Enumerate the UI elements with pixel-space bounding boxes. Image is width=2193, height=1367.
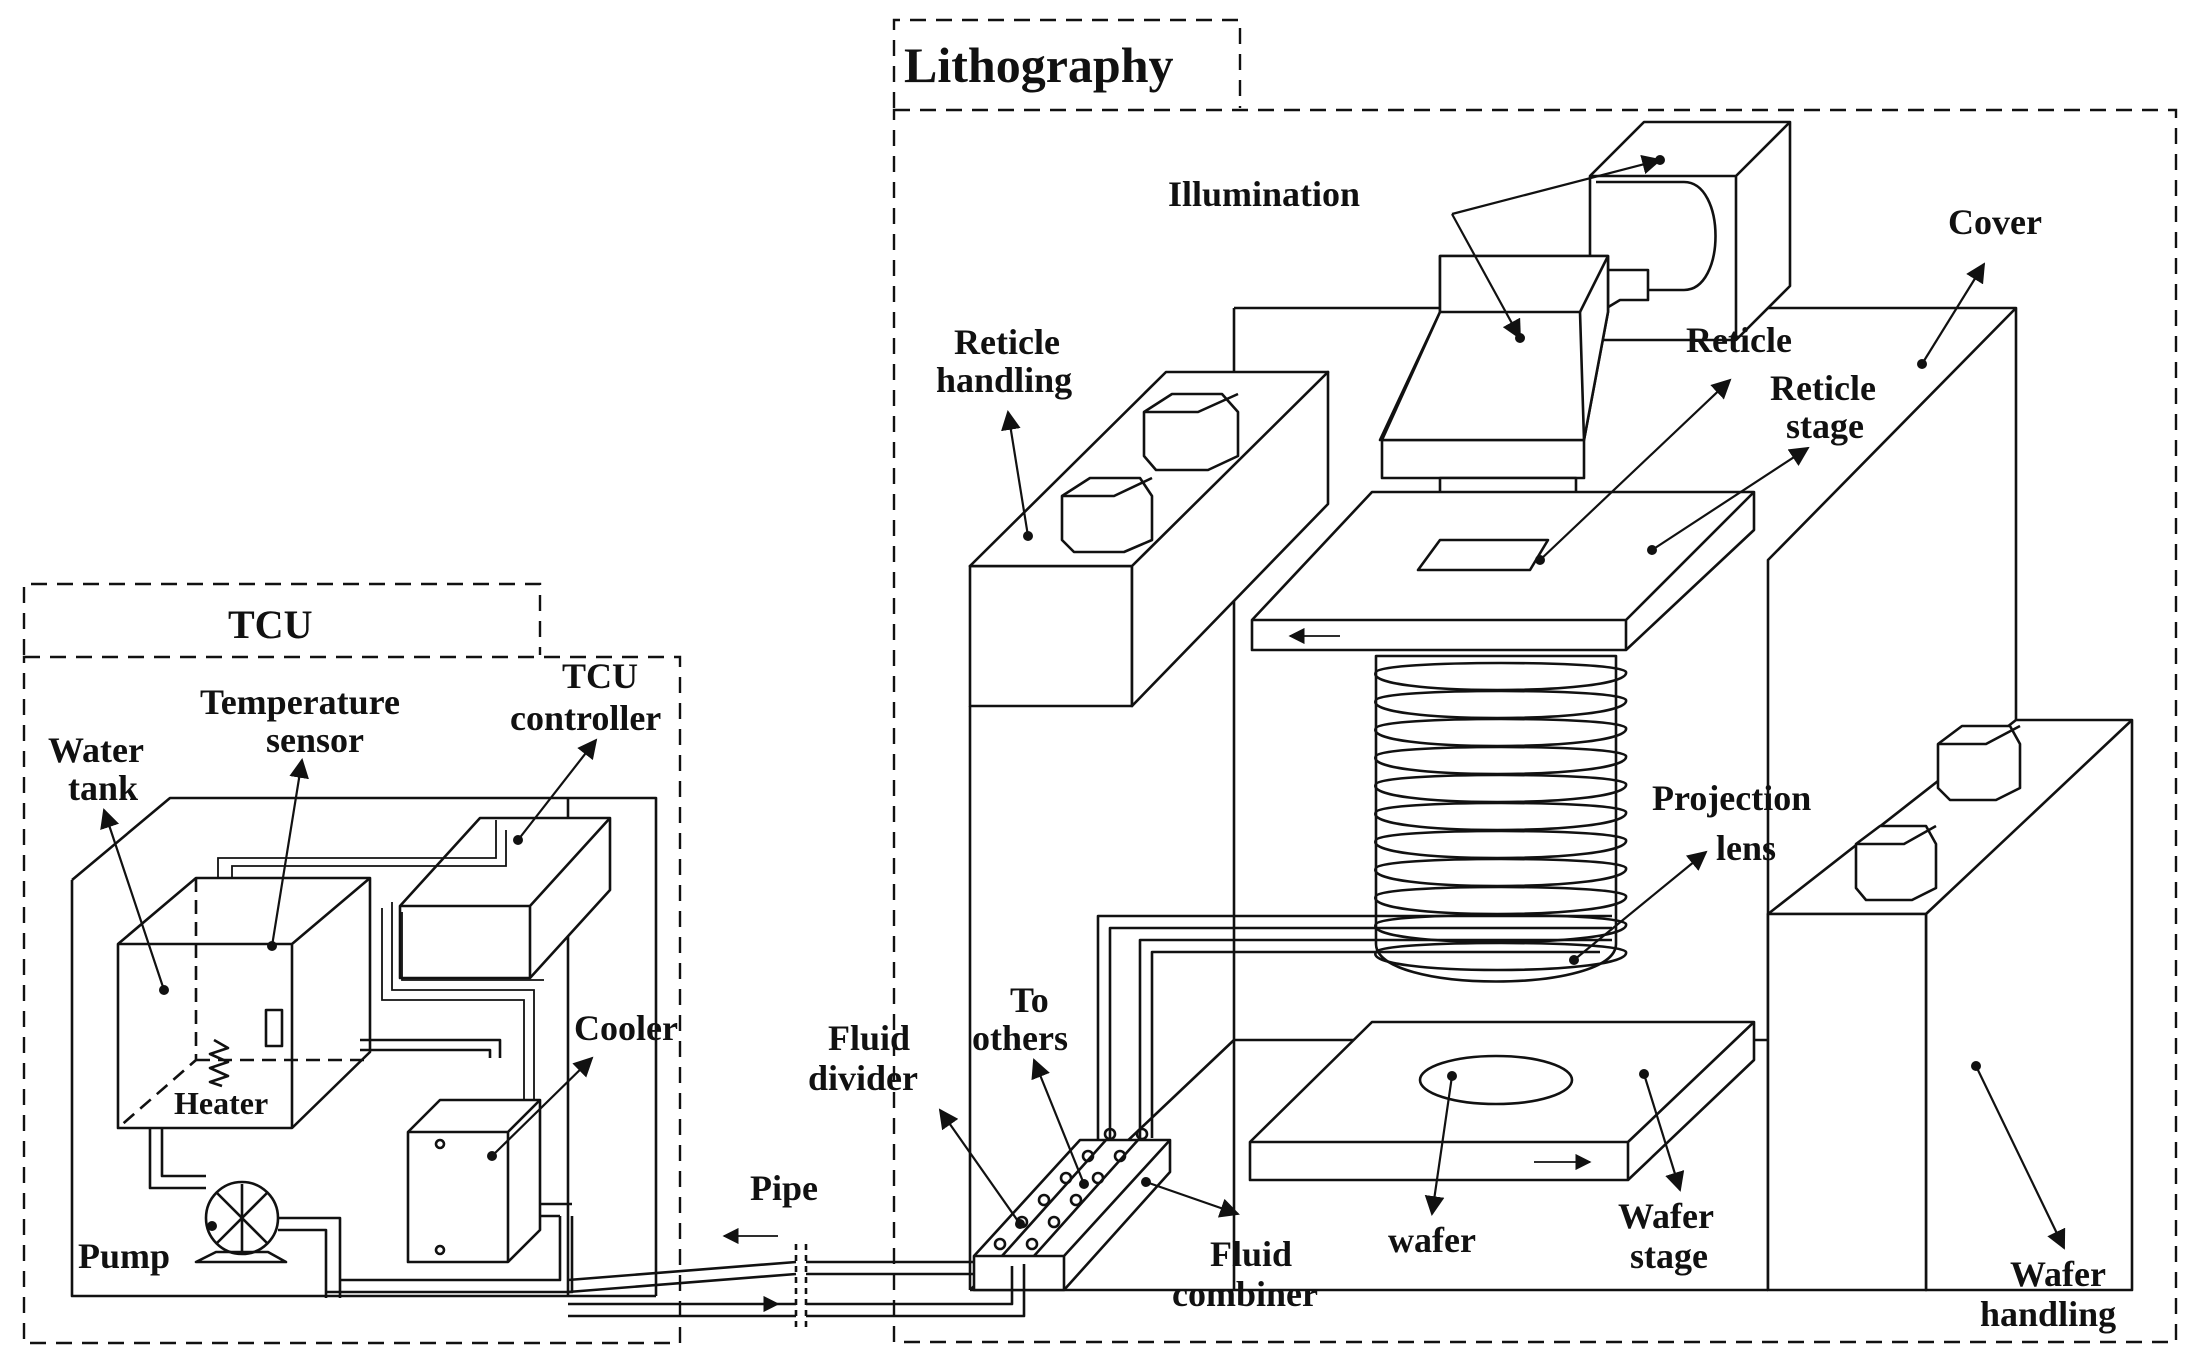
label-illumination: Illumination bbox=[1168, 174, 1360, 214]
reticle-handling-box bbox=[968, 370, 1330, 708]
coil-turn bbox=[1374, 857, 1628, 888]
label-cooler: Cooler bbox=[574, 1008, 678, 1048]
label-tcu-controller-1: TCU bbox=[562, 656, 638, 696]
manifold-port bbox=[1113, 1149, 1127, 1163]
lithography-boundary bbox=[892, 18, 2178, 1344]
manifold-port bbox=[1037, 1193, 1051, 1207]
water-tank bbox=[116, 876, 372, 1130]
fluid-manifold bbox=[972, 1127, 1172, 1292]
label-temperature-sensor-1: Temperature bbox=[200, 682, 400, 722]
tcu-boundary bbox=[22, 582, 682, 1345]
coil-turn bbox=[1374, 885, 1628, 916]
coil-turn bbox=[1374, 801, 1628, 832]
label-projection-lens-2: lens bbox=[1716, 828, 1776, 868]
label-fluid-combiner-2: combiner bbox=[1172, 1274, 1318, 1314]
label-to-others-1: To bbox=[1010, 980, 1049, 1020]
label-wafer-stage-1: Wafer bbox=[1618, 1196, 1714, 1236]
label-tcu-controller-2: controller bbox=[510, 698, 661, 738]
manifold-port bbox=[1103, 1127, 1117, 1141]
label-reticle: Reticle bbox=[1686, 320, 1792, 360]
label-pump: Pump bbox=[78, 1236, 170, 1276]
label-fluid-combiner-1: Fluid bbox=[1210, 1234, 1292, 1274]
label-water-tank-2: tank bbox=[68, 768, 138, 808]
label-temperature-sensor-2: sensor bbox=[266, 720, 364, 760]
manifold-port bbox=[1135, 1127, 1149, 1141]
manifold-port bbox=[1069, 1193, 1083, 1207]
reticle-stage bbox=[1250, 490, 1756, 652]
main-pipe bbox=[567, 1227, 1026, 1330]
cooling-coil bbox=[1374, 661, 1628, 972]
label-projection-lens-1: Projection bbox=[1652, 778, 1811, 818]
lens-pipes bbox=[1096, 914, 1612, 1150]
label-reticle-handling-2: handling bbox=[936, 360, 1072, 400]
tcu-controller-box bbox=[398, 816, 612, 980]
cooler-box bbox=[406, 1098, 542, 1264]
coil-turn bbox=[1374, 773, 1628, 804]
manifold-port bbox=[993, 1237, 1007, 1251]
label-wafer: wafer bbox=[1388, 1220, 1476, 1260]
label-heater: Heater bbox=[174, 1085, 268, 1121]
manifold-port bbox=[1059, 1171, 1073, 1185]
coil-turn bbox=[1374, 941, 1628, 972]
label-to-others-2: others bbox=[972, 1018, 1068, 1058]
coil-turn bbox=[1374, 661, 1628, 692]
coil-turn bbox=[1374, 689, 1628, 720]
label-water-tank-1: Water bbox=[48, 730, 144, 770]
label-reticle-stage-1: Reticle bbox=[1770, 368, 1876, 408]
projection-lens bbox=[1374, 654, 1628, 983]
tcu-tubing bbox=[148, 820, 574, 1298]
label-cover: Cover bbox=[1948, 202, 2042, 242]
label-pipe: Pipe bbox=[750, 1168, 818, 1208]
label-reticle-handling-1: Reticle bbox=[954, 322, 1060, 362]
manifold-port bbox=[1081, 1149, 1095, 1163]
wafer-handling-box bbox=[1766, 718, 2134, 1292]
label-reticle-stage-2: stage bbox=[1786, 406, 1864, 446]
manifold-port bbox=[1091, 1171, 1105, 1185]
manifold-port bbox=[1025, 1237, 1039, 1251]
label-fluid-divider-2: divider bbox=[808, 1058, 918, 1098]
label-fluid-divider-1: Fluid bbox=[828, 1018, 910, 1058]
tcu-title: TCU bbox=[228, 602, 312, 647]
coil-turn bbox=[1374, 717, 1628, 748]
coil-turn bbox=[1374, 745, 1628, 776]
coil-turn bbox=[1374, 829, 1628, 860]
leader-arrows bbox=[100, 154, 2066, 1250]
wafer-stage bbox=[1248, 1020, 1756, 1182]
label-wafer-stage-2: stage bbox=[1630, 1236, 1708, 1276]
lithography-title: Lithography bbox=[904, 37, 1174, 93]
label-wafer-handling-2: handling bbox=[1980, 1294, 2116, 1334]
label-wafer-handling-1: Wafer bbox=[2010, 1254, 2106, 1294]
manifold-port bbox=[1047, 1215, 1061, 1229]
